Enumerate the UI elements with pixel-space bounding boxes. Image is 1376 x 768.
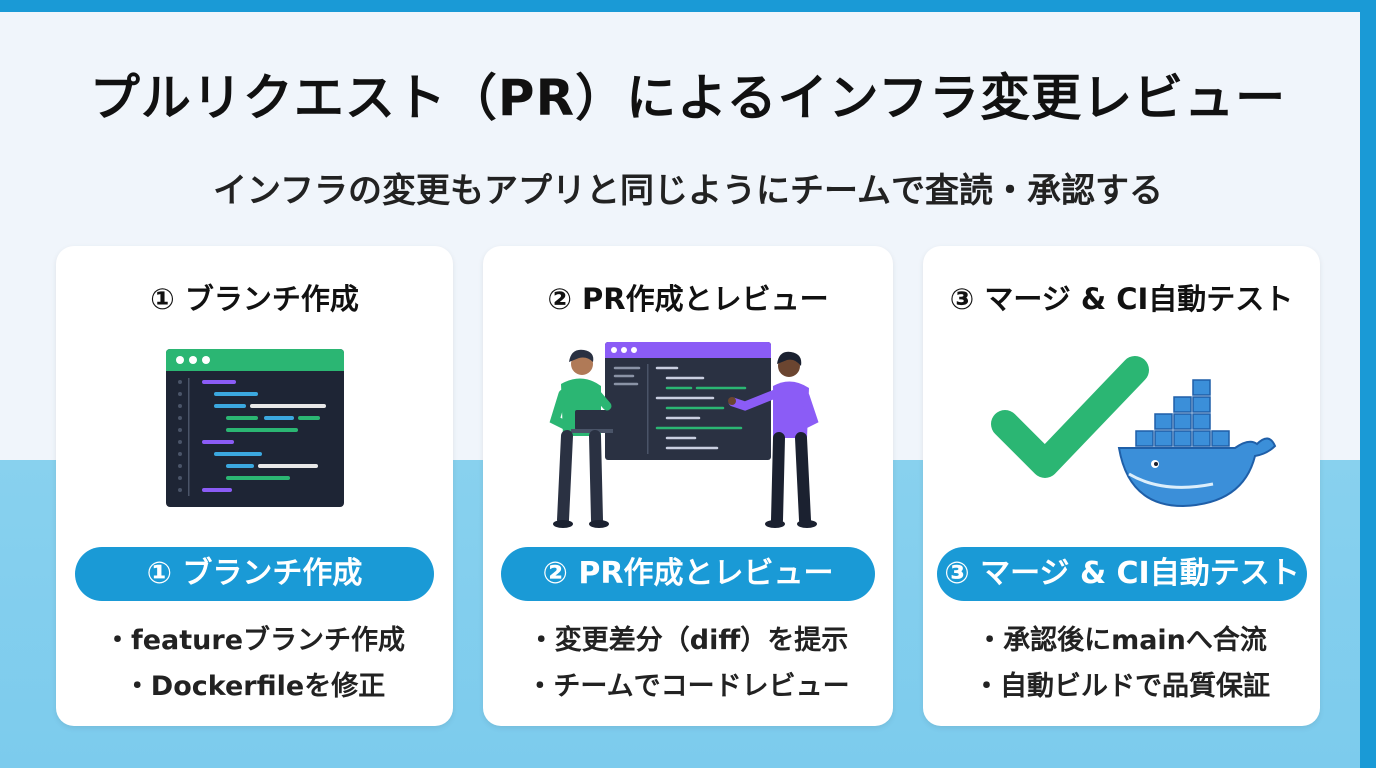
step-pill: ③ マージ & CI自動テスト	[937, 547, 1307, 601]
list-item: ・チームでコードレビュー	[526, 671, 850, 702]
page-title: プルリクエスト（PR）によるインフラ変更レビュー	[89, 69, 1287, 127]
step-pill: ① ブランチ作成	[75, 547, 434, 601]
list-item: ・Dockerfileを修正	[123, 671, 386, 702]
step-card-branch: ① ブランチ作成	[56, 246, 453, 726]
team-reviewing-code-icon	[483, 334, 893, 534]
step-title: ① ブランチ作成	[150, 282, 359, 316]
list-item: ・featureブランチ作成	[103, 625, 406, 656]
step-card-pr-review: ② PR作成とレビュー	[483, 246, 893, 726]
top-accent-bar	[0, 0, 1376, 12]
step-bullet-list: ・変更差分（diff）を提示 ・チームでコードレビュー	[483, 618, 893, 710]
code-editor-window-icon	[56, 334, 453, 534]
step-pill: ② PR作成とレビュー	[501, 547, 875, 601]
list-item: ・変更差分（diff）を提示	[527, 625, 849, 656]
step-title: ③ マージ & CI自動テスト	[949, 282, 1294, 316]
right-accent-bar	[1360, 0, 1376, 768]
page-subtitle: インフラの変更もアプリと同じようにチームで査読・承認する	[213, 171, 1163, 211]
list-item: ・自動ビルドで品質保証	[973, 671, 1270, 702]
checkmark-and-docker-whale-icon	[923, 334, 1320, 534]
step-title: ② PR作成とレビュー	[547, 282, 829, 316]
list-item: ・承認後にmainへ合流	[976, 625, 1267, 656]
step-bullet-list: ・featureブランチ作成 ・Dockerfileを修正	[56, 618, 453, 710]
step-bullet-list: ・承認後にmainへ合流 ・自動ビルドで品質保証	[923, 618, 1320, 710]
step-card-merge-ci: ③ マージ & CI自動テスト	[923, 246, 1320, 726]
